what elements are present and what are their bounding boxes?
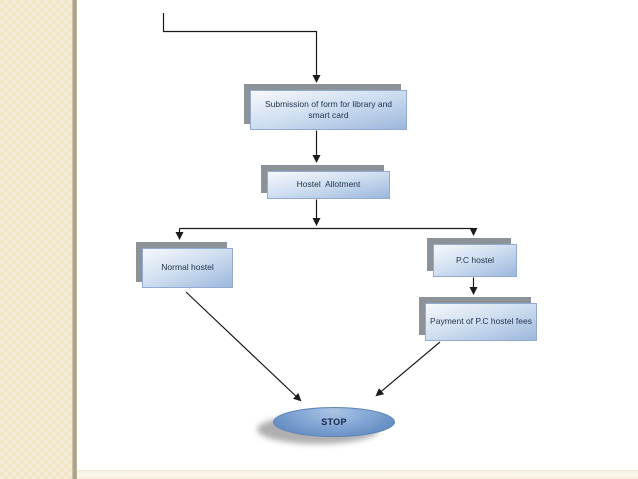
node-hostel-allotment: Hostel Allotment [267,171,390,199]
connector-normal-hostel-to-stop [185,291,302,402]
node-normal-hostel: Normal hostel [142,248,233,288]
node-payment-fees-label: Payment of P.C hostel fees [430,316,532,327]
connector-start-to-submission [162,13,321,83]
bottom-strip [77,470,638,479]
node-pc-hostel: P.C hostel [433,244,517,277]
sidebar-divider [72,0,77,479]
node-stop-label: STOP [321,417,347,427]
connector-payment-to-stop [375,341,441,397]
node-normal-hostel-label: Normal hostel [161,262,214,273]
node-payment-fees: Payment of P.C hostel fees [425,303,537,341]
node-submission-form: Submission of form for library and smart… [250,90,407,130]
sidebar-panel [0,0,72,479]
node-stop: STOP [273,407,395,437]
node-submission-form-label: Submission of form for library and smart… [264,98,395,120]
node-hostel-allotment-label: Hostel Allotment [296,179,361,190]
node-pc-hostel-label: P.C hostel [455,254,495,265]
